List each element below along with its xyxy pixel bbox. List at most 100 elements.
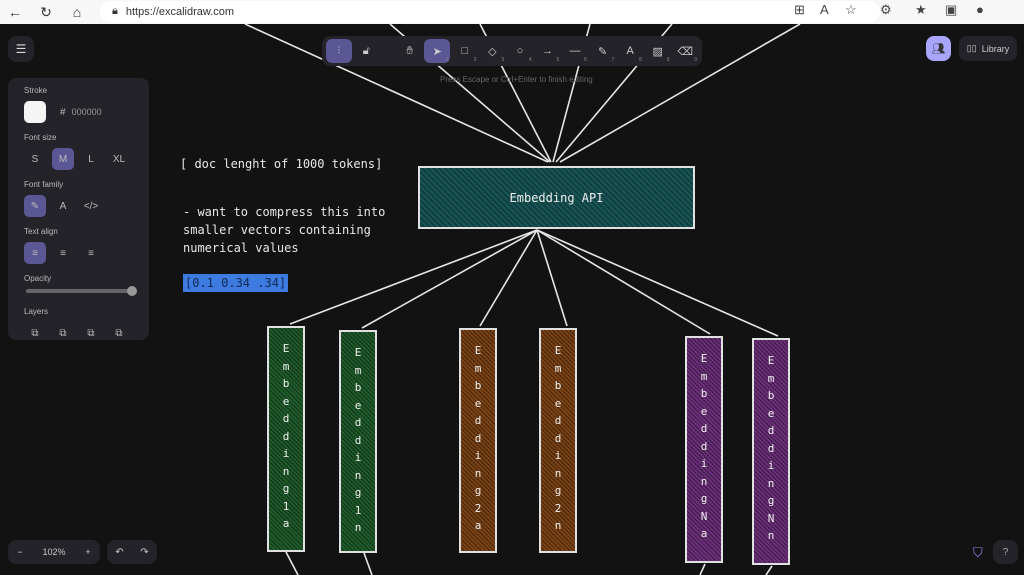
url-text: https://excalidraw.com — [126, 6, 234, 18]
align-left[interactable]: ≡ — [24, 242, 46, 264]
send-backward[interactable]: ⧉ — [52, 322, 74, 344]
zoom-in-button[interactable]: + — [76, 547, 100, 557]
redo-icon[interactable]: ↷ — [132, 547, 157, 558]
collections-icon[interactable]: ▣ — [945, 2, 957, 18]
font-code[interactable]: </> — [80, 195, 102, 217]
note-line: numerical values — [183, 239, 385, 257]
embedding-box-1n[interactable]: Embedding 1n — [339, 330, 377, 553]
slider-knob[interactable] — [127, 286, 137, 296]
tool-rectangle[interactable]: □2 — [452, 39, 478, 63]
apps-icon[interactable]: ⊞ — [794, 2, 805, 18]
drawing-canvas[interactable]: [ doc lenght of 1000 tokens] - want to c… — [0, 24, 1024, 575]
embedding-box-nn[interactable]: Embedding Nn — [752, 338, 790, 565]
shortcut: 7 — [612, 57, 615, 63]
opacity-slider[interactable] — [26, 289, 133, 293]
font-size-xl[interactable]: XL — [108, 148, 130, 170]
back-icon[interactable]: ← — [2, 4, 28, 20]
box-label: Embedding Nn — [768, 352, 775, 563]
embedding-box-na[interactable]: Embedding Na — [685, 336, 723, 563]
shield-icon[interactable]: ⛉ — [973, 545, 983, 561]
tool-eraser[interactable]: ⌫0 — [673, 39, 699, 63]
font-size-m[interactable]: M — [52, 148, 74, 170]
help-icon: ? — [1003, 547, 1009, 558]
tool-line[interactable]: —6 — [562, 39, 588, 63]
reload-icon[interactable]: ↻ — [33, 4, 59, 21]
eraser-icon: ⌫ — [678, 45, 694, 58]
box-label: Embedding 1n — [355, 344, 362, 551]
embedding-api-box[interactable]: Embedding API — [418, 166, 695, 229]
address-bar[interactable]: 🔒︎https://excalidraw.com — [100, 1, 880, 22]
send-to-back[interactable]: ⧉ — [24, 322, 46, 344]
tool-selection[interactable]: ➤1 — [424, 39, 450, 63]
note-body[interactable]: - want to compress this into smaller vec… — [183, 203, 385, 257]
library-label: Library — [982, 44, 1010, 54]
profile-avatar[interactable]: ● — [976, 2, 984, 17]
bring-front-icon: ⧉ — [115, 328, 122, 339]
tool-lock-toggle[interactable]: ⫶ — [326, 39, 352, 63]
font-family-label: Font family — [24, 180, 141, 189]
zoom-level[interactable]: 102% — [32, 547, 76, 557]
ellipse-icon: ○ — [517, 45, 524, 57]
shortcut: 6 — [584, 57, 587, 63]
text-align-label: Text align — [24, 227, 141, 236]
note-line: smaller vectors containing — [183, 221, 385, 239]
embedding-box-1a[interactable]: Embedding 1a — [267, 326, 305, 552]
shortcut: 9 — [667, 57, 670, 63]
extensions-icon[interactable]: ⚙ — [880, 2, 892, 18]
tool-hand[interactable]: ✋︎ — [397, 39, 423, 63]
align-center[interactable]: ≡ — [52, 242, 74, 264]
read-aloud-icon[interactable]: A — [820, 2, 829, 17]
font-size-s[interactable]: S — [24, 148, 46, 170]
send-back-icon: ⧉ — [31, 328, 38, 339]
users-icon: 👥︎ — [932, 42, 946, 55]
stroke-hex-input[interactable]: 000000 — [72, 107, 102, 117]
collaborate-button[interactable]: 👥︎ — [926, 36, 951, 61]
bring-to-front[interactable]: ⧉ — [108, 322, 130, 344]
tool-image[interactable]: ▨9 — [645, 39, 671, 63]
favorite-icon[interactable]: ☆ — [845, 2, 857, 18]
font-size-l[interactable]: L — [80, 148, 102, 170]
tool-ellipse[interactable]: ○4 — [507, 39, 533, 63]
bring-forward-icon: ⧉ — [87, 328, 94, 339]
zoom-out-button[interactable]: − — [8, 547, 32, 557]
favorites-icon[interactable]: ★ — [915, 2, 927, 18]
image-icon: ▨ — [653, 45, 663, 58]
note-title[interactable]: [ doc lenght of 1000 tokens] — [180, 155, 382, 173]
shortcut: 5 — [556, 57, 559, 63]
arrow-out — [362, 230, 537, 328]
layers-label: Layers — [24, 307, 141, 316]
embedding-box-2a[interactable]: Embedding 2a — [459, 328, 497, 553]
arrow-out — [537, 230, 710, 334]
font-handdrawn[interactable]: ✎ — [24, 195, 46, 217]
font-size-label: Font size — [24, 133, 141, 142]
tool-diamond[interactable]: ◇3 — [480, 39, 506, 63]
box-label: Embedding Na — [701, 350, 708, 561]
opacity-label: Opacity — [24, 274, 141, 283]
embedding-box-2n[interactable]: Embedding 2n — [539, 328, 577, 553]
help-button[interactable]: ? — [993, 540, 1018, 564]
api-label: Embedding API — [510, 191, 604, 205]
vector-text-selected[interactable]: [0.1 0.34 .34] — [183, 274, 288, 292]
font-normal[interactable]: A — [52, 195, 74, 217]
align-center-icon: ≡ — [60, 248, 66, 259]
shortcut: 4 — [529, 57, 532, 63]
bring-forward[interactable]: ⧉ — [80, 322, 102, 344]
hash-icon: # — [60, 107, 66, 118]
history-controls: ↶ ↷ — [107, 540, 157, 564]
stroke-swatch[interactable] — [24, 101, 46, 123]
pin-icon: ⫶ — [337, 45, 340, 58]
home-icon[interactable]: ⌂ — [64, 4, 90, 20]
hamburger-icon: ☰ — [16, 42, 27, 56]
undo-icon[interactable]: ↶ — [107, 547, 132, 558]
library-button[interactable]: ▯▯Library — [959, 36, 1017, 61]
arrow-out — [480, 230, 537, 326]
tool-draw[interactable]: ✎7 — [590, 39, 616, 63]
main-menu-button[interactable]: ☰ — [8, 36, 34, 62]
tool-lock[interactable]: 🔓︎ — [354, 39, 380, 63]
shortcut: 1 — [446, 57, 449, 63]
tool-text[interactable]: A8 — [617, 39, 643, 63]
tool-arrow[interactable]: →5 — [535, 39, 561, 63]
align-right[interactable]: ≡ — [80, 242, 102, 264]
zoom-controls: − 102% + — [8, 540, 100, 564]
font-a-icon: A — [60, 201, 67, 212]
